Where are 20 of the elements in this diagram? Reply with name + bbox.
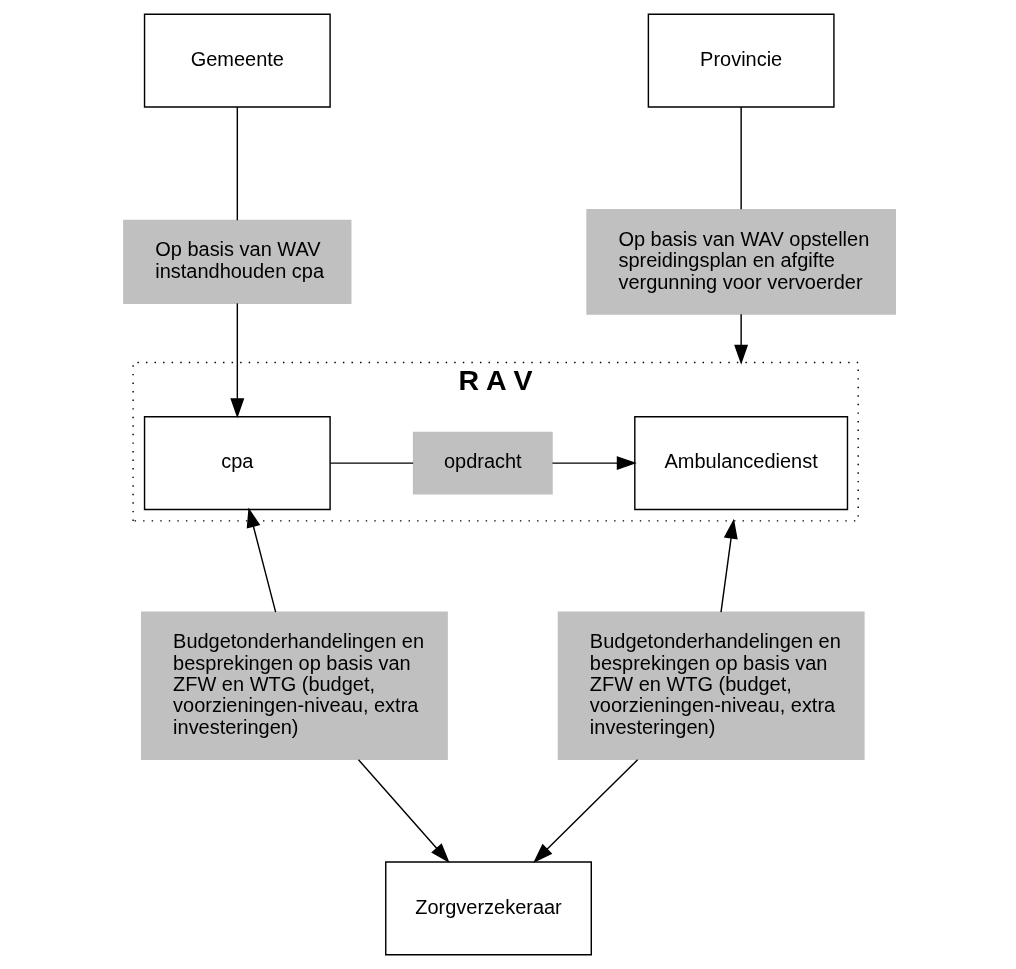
- connector: [739, 106, 742, 210]
- arrow: [551, 456, 637, 471]
- node-box: Op basis van WAV opstellen spreidingsplan en afgifte vergunning voor vervoerder: [585, 209, 896, 315]
- node-box: Ambulancedienst: [633, 416, 848, 511]
- node-box: Gemeente: [143, 13, 331, 108]
- node-box: Provincie: [647, 13, 835, 108]
- node-box: Zorgverzekeraar: [384, 861, 592, 956]
- arrow: [532, 759, 638, 863]
- connector: [329, 462, 414, 464]
- node-box: Op basis van WAV instandhouden cpa: [122, 219, 351, 304]
- arrow: [229, 302, 244, 419]
- arrow: [733, 313, 748, 365]
- arrow: [719, 518, 738, 613]
- node-box: Budgetonderhandelingen en besprekingen op basis van ZFW en WTG (budget, voorzieningen-niveau, extra investeringen): [557, 611, 865, 760]
- node-box: opdracht: [412, 431, 553, 495]
- node-box: Budgetonderhandelingen en besprekingen op basis van ZFW en WTG (budget, voorzieningen-niveau, extra investeringen): [140, 611, 448, 760]
- node-box: cpa: [143, 416, 331, 511]
- arrow: [357, 759, 450, 863]
- arrow: [246, 507, 276, 613]
- connector: [236, 106, 238, 221]
